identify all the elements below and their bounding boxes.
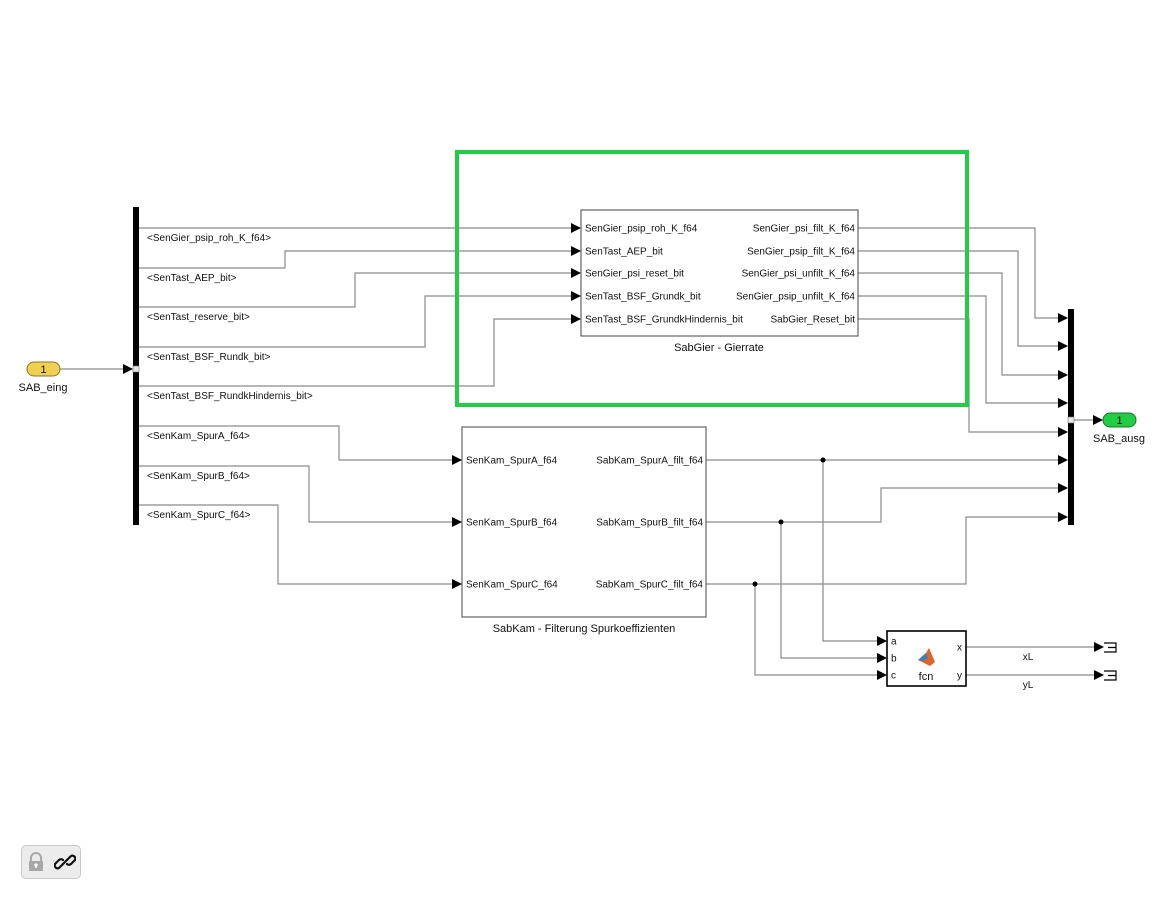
sabkam-input-port: SenKam_SpurB_f64 (466, 518, 558, 529)
matlab-function-block[interactable]: abc x y fcn (886, 630, 967, 687)
sabgier-input-port: SenGier_psi_reset_bit (585, 269, 684, 280)
sabgier-input-port: SenTast_BSF_Grundk_bit (585, 292, 701, 303)
bus-signal-label: <SenTast_reserve_bit> (147, 312, 250, 323)
signal-line[interactable] (139, 504, 462, 589)
signal-label-xl: xL (1023, 652, 1034, 663)
sabkam-output-port: SabKam_SpurB_filt_f64 (596, 518, 703, 529)
sabkam-output-port: SabKam_SpurC_filt_f64 (596, 580, 704, 591)
terminator-xl[interactable] (1104, 642, 1117, 653)
outport-number: 1 (1116, 415, 1122, 427)
signal-line[interactable] (822, 460, 887, 646)
fcn-input-port: c (891, 671, 896, 682)
fcn-name: fcn (919, 671, 934, 683)
sabgier-output-port: SenGier_psip_unfilt_K_f64 (736, 292, 855, 303)
sabkam-output-port: SabKam_SpurA_filt_f64 (596, 456, 703, 467)
signal-line[interactable] (139, 314, 581, 387)
signal-line[interactable] (858, 250, 1068, 351)
bus-selector-port (132, 365, 140, 373)
sabgier-input-port: SenTast_AEP_bit (585, 247, 663, 258)
signal-line[interactable] (139, 246, 581, 269)
fcn-input-port: a (891, 637, 897, 648)
terminator-yl[interactable] (1104, 670, 1117, 681)
signal-line[interactable] (858, 272, 1068, 380)
bus-signal-label: <SenKam_SpurC_f64> (147, 510, 251, 521)
signal-label-yl: yL (1023, 680, 1034, 691)
bus-creator-port (1067, 416, 1075, 424)
inport-name: SAB_eing (19, 382, 68, 394)
signal-line[interactable] (706, 512, 1068, 585)
branch-point (752, 581, 758, 587)
branch-point (778, 519, 784, 525)
bus-signal-label: <SenTast_BSF_Rundk_bit> (147, 352, 271, 363)
signal-line[interactable] (139, 268, 581, 308)
inport-sab-eing[interactable]: 1 SAB_eing (19, 361, 68, 394)
bus-selector-labels: <SenGier_psip_roh_K_f64> <SenTast_AEP_bit… (147, 233, 313, 521)
signal-line[interactable] (858, 227, 1068, 323)
library-link-badge[interactable] (21, 845, 81, 879)
sabgier-subsystem[interactable]: SenGier_psip_roh_K_f64SenTast_AEP_bitSen… (580, 209, 859, 354)
sabgier-output-port: SenGier_psi_filt_K_f64 (753, 224, 856, 235)
sabkam-input-port: SenKam_SpurA_f64 (466, 456, 558, 467)
bus-signal-label: <SenKam_SpurA_f64> (147, 431, 250, 442)
bus-signal-label: <SenKam_SpurB_f64> (147, 471, 250, 482)
sabgier-input-port: SenGier_psip_roh_K_f64 (585, 224, 698, 235)
branch-point (820, 457, 826, 463)
signal-line[interactable] (139, 465, 462, 527)
signal-line[interactable] (754, 584, 887, 680)
highlight-box (455, 150, 969, 407)
outport-sab-ausg[interactable]: 1 SAB_ausg (1093, 412, 1145, 445)
sabgier-output-port: SenGier_psip_filt_K_f64 (747, 247, 855, 258)
signal-line[interactable] (706, 483, 1068, 523)
branch-points (752, 457, 826, 587)
signal-line[interactable] (139, 425, 462, 465)
sabgier-block[interactable] (580, 209, 859, 337)
bus-signal-label: <SenTast_BSF_RundkHindernis_bit> (147, 391, 313, 402)
signal-line[interactable] (139, 291, 581, 348)
inport-number: 1 (40, 364, 46, 376)
sabkam-input-port: SenKam_SpurC_f64 (466, 580, 558, 591)
link-icon[interactable] (53, 851, 76, 873)
bus-signal-label: <SenGier_psip_roh_K_f64> (147, 233, 271, 244)
sabgier-output-port: SenGier_psi_unfilt_K_f64 (742, 269, 856, 280)
fcn-output-port: y (957, 671, 962, 682)
bus-signal-label: <SenTast_AEP_bit> (147, 273, 237, 284)
signal-line[interactable] (858, 295, 1068, 408)
outport-shape[interactable] (1102, 412, 1137, 428)
sabkam-title: SabKam - Filterung Spurkoeffizienten (493, 623, 676, 635)
sabgier-title: SabGier - Gierrate (674, 342, 764, 354)
fcn-output-port: x (957, 643, 962, 654)
sabgier-output-port: SabGier_Reset_bit (771, 315, 856, 326)
matlab-logo-icon (918, 648, 935, 666)
sabgier-input-port: SenTast_BSF_GrundkHindernis_bit (585, 315, 743, 326)
fcn-input-port: b (891, 654, 897, 665)
lock-icon[interactable] (27, 852, 45, 872)
inport-shape[interactable] (26, 361, 61, 377)
signal-line[interactable] (780, 522, 887, 663)
outport-name: SAB_ausg (1093, 433, 1145, 445)
sabkam-block[interactable] (461, 426, 707, 618)
sabkam-subsystem[interactable]: SenKam_SpurA_f64SenKam_SpurB_f64SenKam_S… (461, 426, 707, 635)
